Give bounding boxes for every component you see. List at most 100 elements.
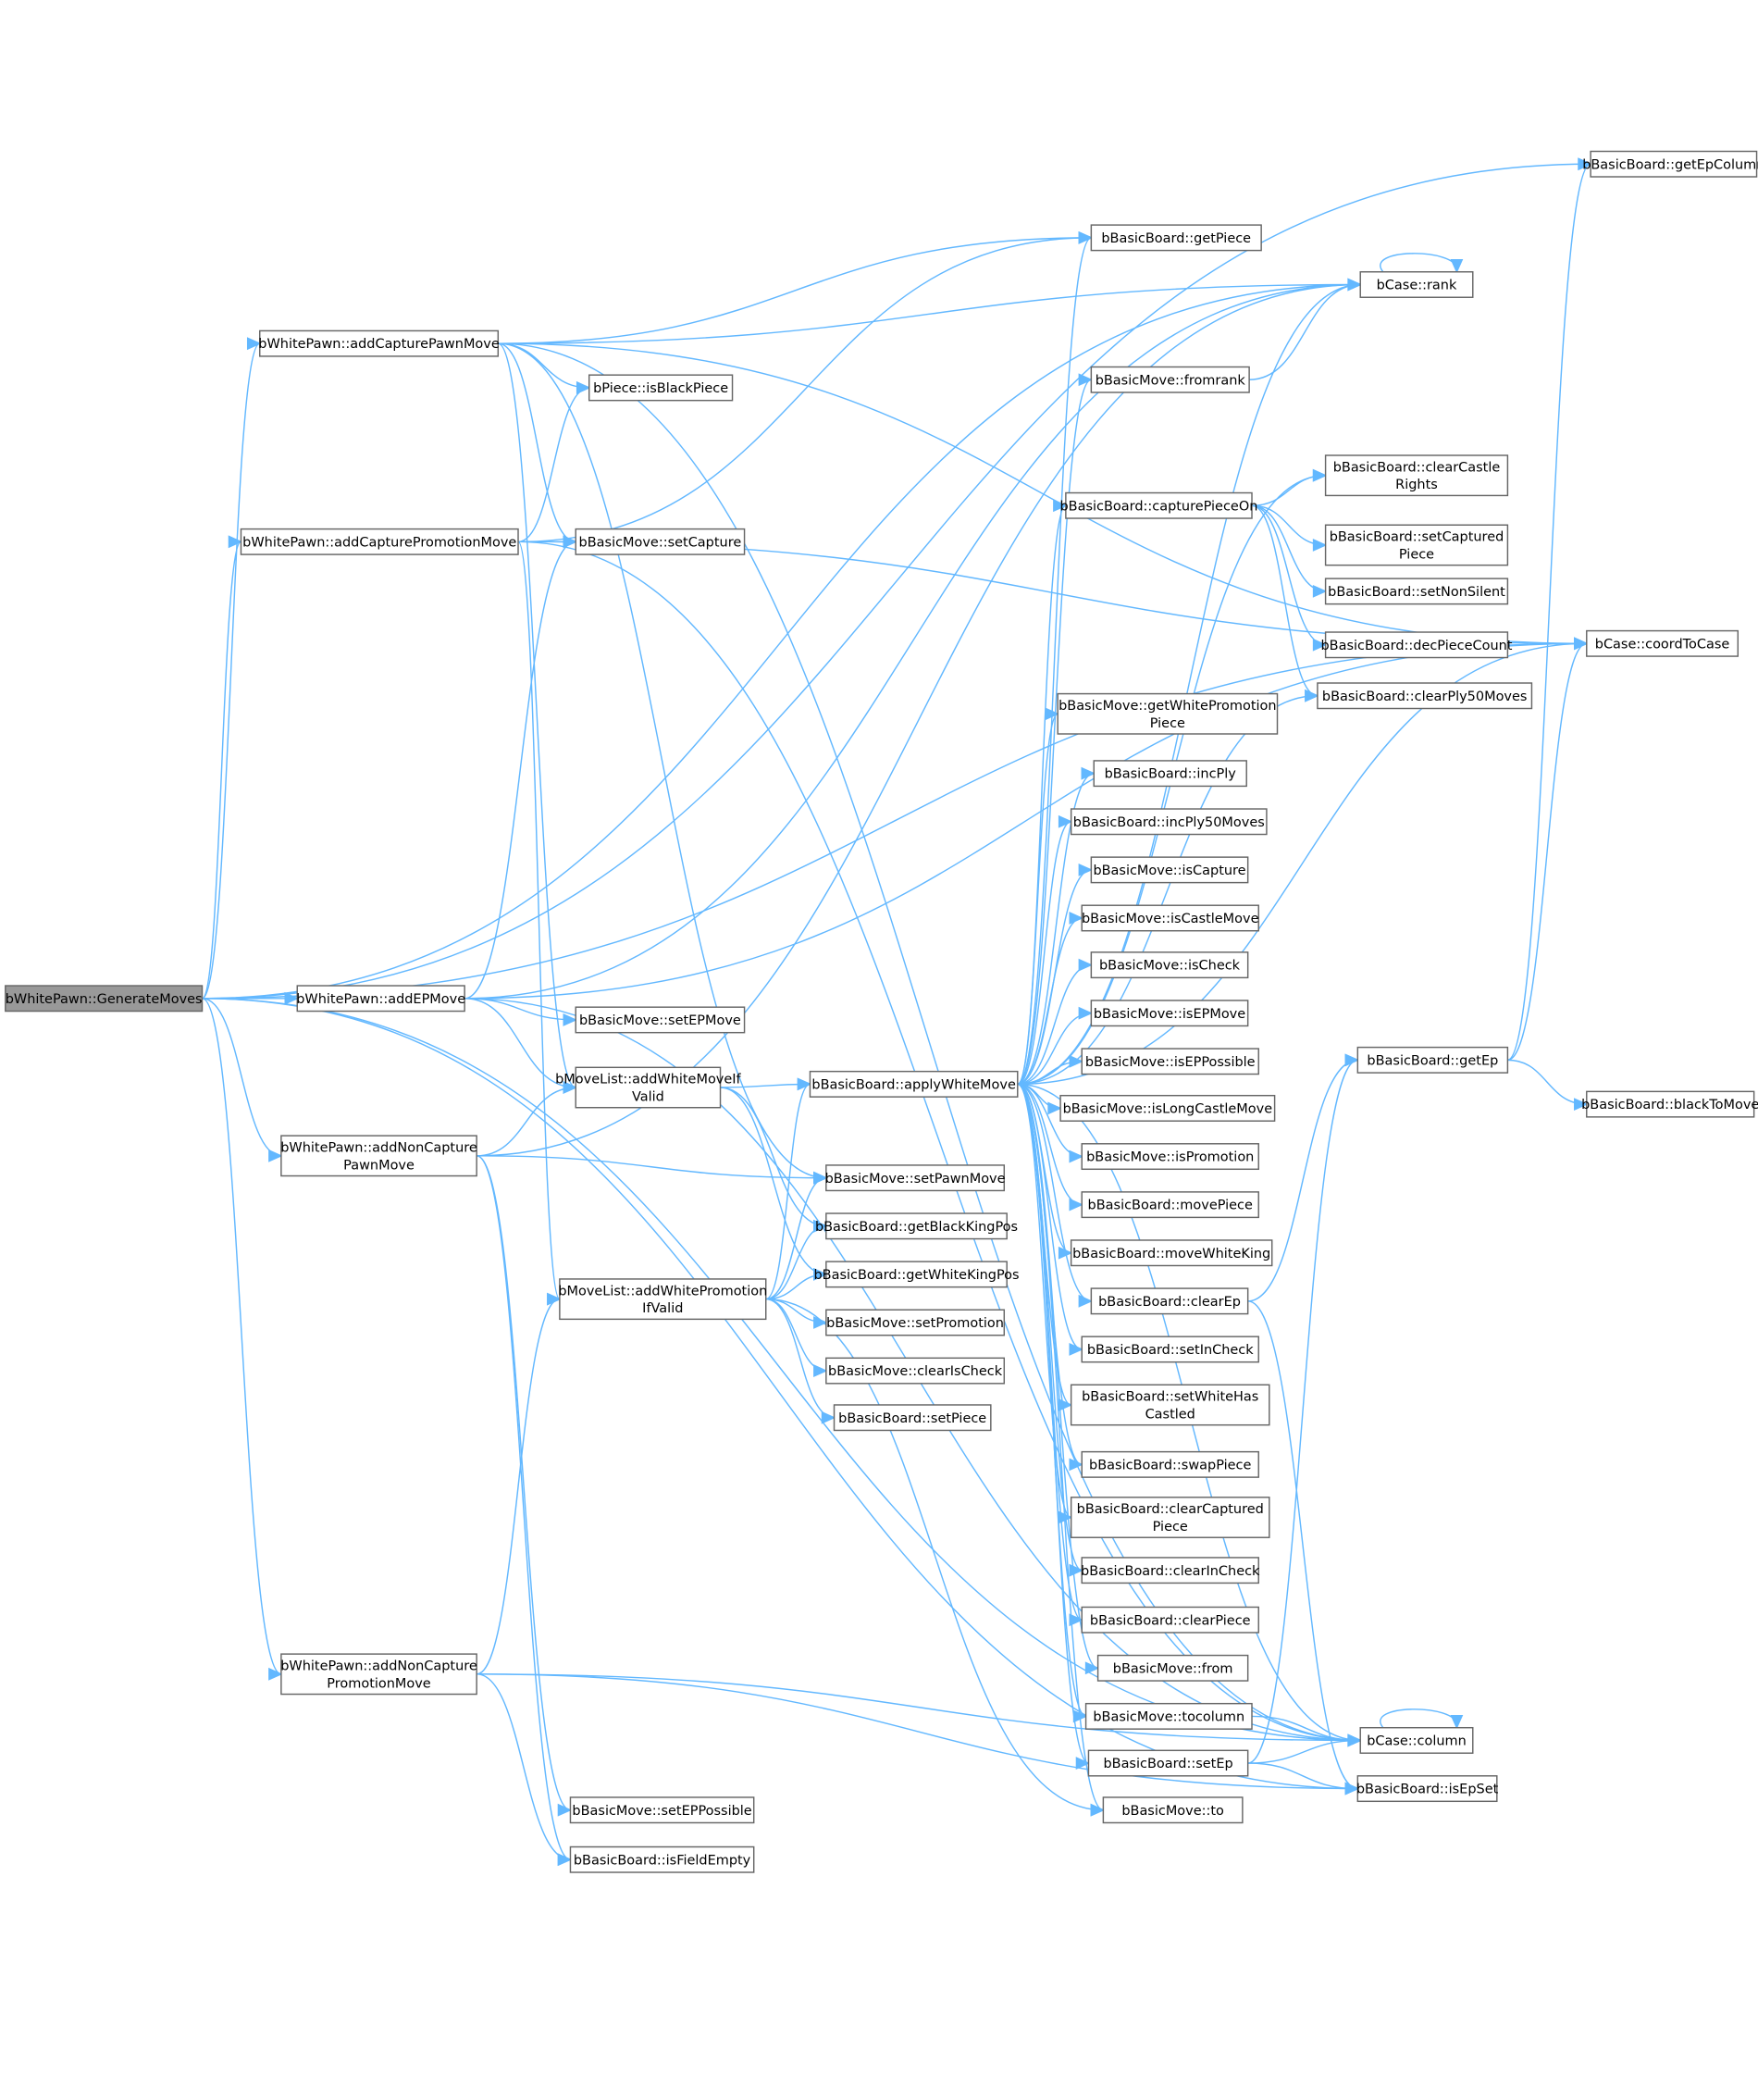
edge-awmv-to-getBK [720,1087,826,1227]
arrowhead-icon [1069,1458,1084,1472]
node-setNonSilent[interactable]: bBasicBoard::setNonSilent [1324,578,1509,605]
arrowhead-icon [1305,689,1319,702]
node-label: bBasicBoard::capturePieceOn [1059,499,1257,514]
arrowhead-icon [563,1081,578,1094]
arrowhead-icon [1069,1198,1084,1212]
node-isPromotion[interactable]: bBasicMove::isPromotion [1081,1143,1259,1171]
node-setEp[interactable]: bBasicBoard::setEp [1087,1749,1249,1777]
node-incPly[interactable]: bBasicBoard::incPly [1093,760,1247,788]
node-box [1084,1702,1253,1730]
node-moveWK[interactable]: bBasicBoard::moveWhiteKing [1070,1239,1273,1267]
node-box [1081,1143,1259,1171]
node-blackToMove[interactable]: bBasicBoard::blackToMove [1581,1090,1758,1118]
node-isBlackPiece[interactable]: bPiece::isBlackPiece [588,374,734,402]
node-movePiece[interactable]: bBasicBoard::movePiece [1081,1191,1259,1219]
node-box [1081,1336,1259,1363]
node-column[interactable]: bCase::column [1359,1726,1474,1754]
node-aep[interactable]: bWhitePawn::addEPMove [296,985,465,1013]
edge-aep-to-awmv [464,998,576,1088]
edge-awmv-to-apply [720,1083,811,1088]
node-getBK[interactable]: bBasicBoard::getBlackKingPos [815,1212,1018,1240]
node-acpm[interactable]: bWhitePawn::addCapturePawnMove [258,329,500,357]
node-clearEp[interactable]: bBasicBoard::clearEp [1090,1287,1249,1315]
node-label: bBasicBoard::setPiece [838,1411,986,1426]
node-isCapture[interactable]: bBasicMove::isCapture [1090,856,1249,884]
node-clearInCheck[interactable]: bBasicBoard::clearInCheck [1081,1557,1260,1584]
node-label: bBasicBoard::isEpSet [1356,1783,1499,1797]
edge-awpv-to-setPiece [765,1298,835,1419]
node-label: bCase::coordToCase [1595,637,1730,652]
node-isFieldEmpty[interactable]: bBasicBoard::isFieldEmpty [569,1845,755,1873]
arrowhead-icon [1078,373,1094,387]
node-gen[interactable]: bWhitePawn::GenerateMoves [5,985,204,1013]
node-box [1090,366,1250,393]
node-label: bBasicBoard::clearPiece [1090,1613,1251,1628]
node-setEPMove[interactable]: bBasicMove::setEPMove [575,1006,746,1034]
node-tocolumn[interactable]: bBasicMove::tocolumn [1084,1702,1253,1730]
node-clearPly50[interactable]: bBasicBoard::clearPly50Moves [1317,682,1533,710]
node-setCapture[interactable]: bBasicMove::setCapture [575,528,746,555]
node-box [1081,1450,1259,1478]
arrowhead-icon [1078,230,1094,244]
node-box [1081,1048,1259,1075]
arrowhead-icon [1344,1053,1360,1067]
node-box [1090,951,1249,979]
arrowhead-icon [813,1219,828,1233]
arrowhead-icon [1574,637,1589,651]
node-capturePieceOn[interactable]: bBasicBoard::capturePieceOn [1059,491,1257,519]
node-decPieceCount[interactable]: bBasicBoard::decPieceCount [1321,631,1513,659]
edge-gen-to-rank [202,283,1361,1000]
node-label: bBasicMove::isLongCastleMove [1063,1102,1273,1117]
edge-apply-to-to [1017,1083,1104,1811]
edge-acpm-to-rank [498,283,1361,344]
node-acprm[interactable]: bWhitePawn::addCapturePromotionMove [240,528,519,555]
node-isCheck[interactable]: bBasicMove::isCheck [1090,951,1249,979]
node-rank[interactable]: bCase::rank [1359,271,1474,298]
node-label: bCase::column [1367,1734,1467,1749]
node-clearIsCheck[interactable]: bBasicMove::clearIsCheck [825,1357,1006,1385]
node-setPromotion[interactable]: bBasicMove::setPromotion [825,1309,1006,1336]
node-box [1070,1239,1273,1267]
node-setEPPossible[interactable]: bBasicMove::setEPPossible [569,1796,755,1824]
node-box [1586,1090,1755,1118]
arrowhead-icon [1312,638,1328,652]
arrowhead-icon [1450,1714,1464,1730]
node-getEp[interactable]: bBasicBoard::getEp [1356,1046,1509,1074]
node-isEPMove[interactable]: bBasicMove::isEPMove [1090,1000,1249,1027]
node-setInCheck[interactable]: bBasicBoard::setInCheck [1081,1336,1259,1363]
node-box [1102,1796,1244,1824]
node-getEpColumn[interactable]: bBasicBoard::getEpColumn [1582,150,1758,178]
edges [201,157,1592,1867]
node-isLongCastle[interactable]: bBasicMove::isLongCastleMove [1059,1094,1276,1122]
node-label: bMoveList::addWhitePromotion [558,1284,767,1299]
edge-gen-to-getEpColumn [202,163,1591,1000]
node-getWK[interactable]: bBasicBoard::getWhiteKingPos [813,1261,1020,1288]
node-setPiece[interactable]: bBasicBoard::setPiece [833,1404,992,1432]
edge-aep-to-coordToCase [464,642,1587,1000]
node-incPly50[interactable]: bBasicBoard::incPly50Moves [1070,808,1268,836]
node-clearPiece[interactable]: bBasicBoard::clearPiece [1081,1606,1259,1634]
node-fromrank[interactable]: bBasicMove::fromrank [1090,366,1250,393]
node-swapPiece[interactable]: bBasicBoard::swapPiece [1081,1450,1259,1478]
node-isEPPossible[interactable]: bBasicMove::isEPPossible [1081,1048,1259,1075]
node-getPiece[interactable]: bBasicBoard::getPiece [1090,224,1262,252]
node-isEpSet[interactable]: bBasicBoard::isEpSet [1356,1775,1499,1803]
node-to[interactable]: bBasicMove::to [1102,1796,1244,1824]
node-setPawnMove[interactable]: bBasicMove::setPawnMove [825,1164,1006,1192]
node-apply[interactable]: bBasicBoard::applyWhiteMove [809,1070,1019,1098]
node-from[interactable]: bBasicMove::from [1096,1654,1249,1682]
arrowhead-icon [1078,1006,1094,1020]
node-box [240,528,519,555]
node-isCastleMove[interactable]: bBasicMove::isCastleMove [1081,904,1259,932]
node-coordToCase[interactable]: bCase::coordToCase [1586,629,1739,657]
node-label: bMoveList::addWhiteMoveIf [555,1073,741,1087]
